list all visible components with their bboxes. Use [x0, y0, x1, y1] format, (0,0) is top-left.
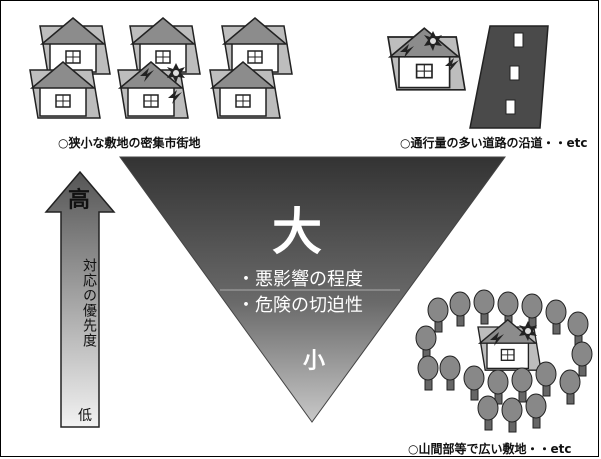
house-icon	[221, 17, 293, 75]
roadside-illustration	[387, 25, 549, 129]
house-icon	[39, 17, 111, 75]
tree-icon	[535, 361, 557, 397]
tree-icon	[521, 293, 543, 329]
triangle-bullet-impact: ・悪影響の程度	[237, 269, 363, 290]
tree-icon	[473, 289, 495, 325]
triangle-bullet-urgency: ・危険の切迫性	[237, 295, 363, 316]
dense-houses-illustration	[29, 17, 293, 119]
tree-icon	[525, 393, 547, 429]
arrow-up-icon	[44, 170, 116, 428]
mountain-illustration	[415, 289, 593, 433]
tree-icon	[545, 299, 567, 335]
tree-icon	[463, 365, 485, 401]
tree-icon	[417, 355, 439, 391]
tree-icon	[415, 325, 437, 361]
caption-roadside: ○通行量の多い道路の沿道・・etc	[400, 136, 588, 150]
tree-icon	[449, 291, 471, 327]
inverted-triangle	[119, 156, 506, 423]
priority-high-label: 高	[68, 188, 91, 213]
caption-dense-urban: ○狭小な敷地の密集市街地	[58, 136, 201, 150]
caption-mountain: ○山間部等で広い敷地・・etc	[408, 442, 572, 456]
tree-icon	[501, 397, 523, 433]
road-icon	[469, 25, 549, 129]
triangle-top-label: 大	[272, 203, 322, 261]
house-icon	[29, 61, 101, 119]
priority-axis-label: 対応の優先度	[81, 258, 97, 348]
triangle-bottom-label: 小	[303, 349, 326, 374]
tree-icon	[439, 355, 461, 391]
priority-low-label: 低	[78, 408, 92, 424]
tree-icon	[559, 369, 581, 405]
tree-icon	[567, 311, 589, 347]
house-icon	[129, 17, 201, 75]
tree-icon	[571, 341, 593, 377]
house-icon	[209, 61, 281, 119]
tree-icon	[477, 395, 499, 431]
tree-icon	[427, 297, 449, 333]
